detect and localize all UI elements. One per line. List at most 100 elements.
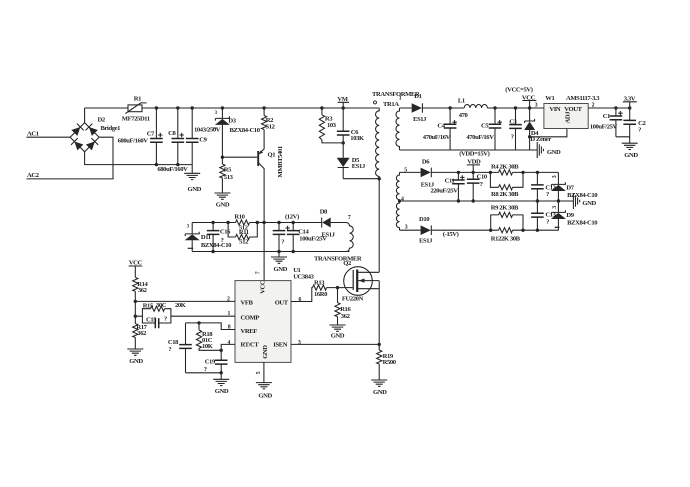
svg-text:OUT: OUT	[275, 299, 289, 306]
svg-text:3: 3	[298, 340, 301, 346]
svg-text:BZX84-C10: BZX84-C10	[567, 192, 598, 199]
svg-text:4: 4	[228, 340, 231, 346]
svg-text:R122K 30B: R122K 30B	[491, 235, 521, 242]
svg-text:?: ?	[168, 346, 171, 353]
svg-text:D10: D10	[419, 216, 430, 223]
svg-text:R13: R13	[314, 279, 325, 286]
svg-text:Bridge1: Bridge1	[101, 125, 121, 132]
svg-text:512: 512	[266, 123, 276, 130]
svg-text:R9 2K 30B: R9 2K 30B	[491, 205, 519, 212]
svg-text:VCC: VCC	[260, 280, 267, 294]
svg-text:R11: R11	[239, 229, 249, 236]
svg-text:TRANSFORMER: TRANSFORMER	[314, 256, 362, 263]
svg-text:680uF/160V: 680uF/160V	[157, 166, 188, 173]
svg-text:BZX84-C10: BZX84-C10	[230, 127, 261, 134]
svg-text:?: ?	[511, 134, 514, 141]
svg-text:R10: R10	[234, 213, 245, 220]
svg-text:L1: L1	[458, 97, 465, 104]
svg-text:D9: D9	[566, 212, 574, 219]
svg-text:3: 3	[187, 225, 190, 230]
svg-text:470: 470	[459, 112, 469, 119]
svg-text:3: 3	[215, 111, 218, 116]
svg-text:D4: D4	[531, 130, 539, 137]
svg-text:?: ?	[480, 181, 483, 188]
svg-text:5: 5	[256, 371, 262, 374]
svg-text:FU220N: FU220N	[342, 295, 364, 302]
svg-text:1: 1	[228, 311, 231, 317]
svg-text:5: 5	[404, 167, 407, 173]
svg-text:2: 2	[227, 297, 230, 303]
svg-text:1043/250V: 1043/250V	[194, 126, 221, 133]
svg-text:103: 103	[327, 122, 337, 129]
svg-text:C10: C10	[477, 174, 488, 181]
svg-text:4: 4	[401, 196, 404, 202]
svg-text:680uF/160V: 680uF/160V	[118, 137, 149, 144]
svg-text:VFB: VFB	[241, 299, 254, 306]
svg-text:TR1A: TR1A	[383, 101, 399, 108]
svg-text:362: 362	[137, 330, 147, 337]
svg-text:GND: GND	[129, 358, 143, 365]
svg-text:D8: D8	[320, 209, 328, 216]
svg-text:GND: GND	[582, 200, 596, 207]
svg-text:?: ?	[546, 191, 549, 198]
svg-text:ADJ: ADJ	[565, 111, 572, 124]
svg-text:AMS1117-3.3: AMS1117-3.3	[566, 95, 600, 102]
svg-text:(-15V): (-15V)	[443, 231, 459, 238]
svg-text:D11: D11	[201, 234, 211, 241]
svg-text:MF725D11: MF725D11	[122, 116, 150, 123]
svg-text:512: 512	[239, 225, 249, 232]
svg-text:220uF/25V: 220uF/25V	[431, 187, 459, 194]
svg-text:R19: R19	[383, 353, 394, 360]
svg-text:ES1J: ES1J	[352, 163, 366, 170]
svg-text:D3: D3	[228, 118, 236, 125]
svg-text:C18: C18	[168, 339, 179, 346]
svg-text:C16: C16	[220, 228, 231, 235]
svg-text:513: 513	[224, 174, 234, 181]
svg-text:7: 7	[256, 271, 262, 274]
svg-text:100uF/25V: 100uF/25V	[590, 124, 618, 131]
svg-text:16R0: 16R0	[314, 291, 328, 298]
svg-text:C13: C13	[545, 212, 556, 219]
svg-text:BZX84-C10: BZX84-C10	[567, 220, 598, 227]
svg-text:362: 362	[341, 313, 351, 320]
svg-text:362: 362	[138, 287, 148, 294]
svg-text:D Zener: D Zener	[530, 136, 551, 143]
svg-text:103K: 103K	[350, 135, 365, 142]
svg-text:ES1J: ES1J	[413, 116, 427, 123]
svg-text:?: ?	[204, 366, 207, 373]
svg-text:D7: D7	[566, 185, 574, 192]
svg-text:C5: C5	[481, 122, 489, 129]
svg-text:6: 6	[299, 297, 302, 303]
svg-text:W1: W1	[545, 95, 554, 102]
svg-text:R3: R3	[325, 115, 333, 122]
svg-text:R14: R14	[137, 281, 148, 288]
svg-text:3: 3	[552, 206, 558, 209]
svg-text:1: 1	[399, 95, 402, 101]
svg-text:3: 3	[552, 175, 558, 178]
svg-text:30C: 30C	[156, 302, 167, 309]
svg-text:RT/CT: RT/CT	[241, 342, 260, 349]
svg-text:Q1: Q1	[268, 151, 276, 158]
svg-text:C7: C7	[147, 130, 155, 137]
svg-text:100uF/25V: 100uF/25V	[299, 236, 327, 243]
svg-text:GND: GND	[373, 389, 387, 396]
svg-text:?: ?	[546, 219, 549, 226]
svg-text:GND: GND	[331, 333, 345, 340]
svg-text:20K: 20K	[175, 302, 187, 309]
svg-text:?: ?	[638, 126, 641, 133]
svg-text:C3: C3	[509, 118, 517, 125]
svg-text:C12: C12	[545, 185, 556, 192]
svg-text:R5: R5	[224, 166, 232, 173]
svg-text:R8 2K 30B: R8 2K 30B	[491, 191, 519, 198]
svg-text:2: 2	[592, 102, 595, 108]
svg-text:GND: GND	[624, 152, 638, 159]
svg-text:VM: VM	[337, 96, 348, 103]
svg-text:VOUT: VOUT	[564, 106, 582, 113]
svg-text:7: 7	[348, 215, 351, 221]
svg-text:TRANSFORMER: TRANSFORMER	[372, 91, 420, 98]
svg-text:VDD: VDD	[467, 158, 481, 165]
svg-text:3.3V: 3.3V	[624, 95, 636, 102]
svg-text:C1: C1	[603, 113, 610, 120]
svg-text:D2: D2	[98, 116, 106, 123]
svg-text:C2: C2	[638, 120, 646, 127]
